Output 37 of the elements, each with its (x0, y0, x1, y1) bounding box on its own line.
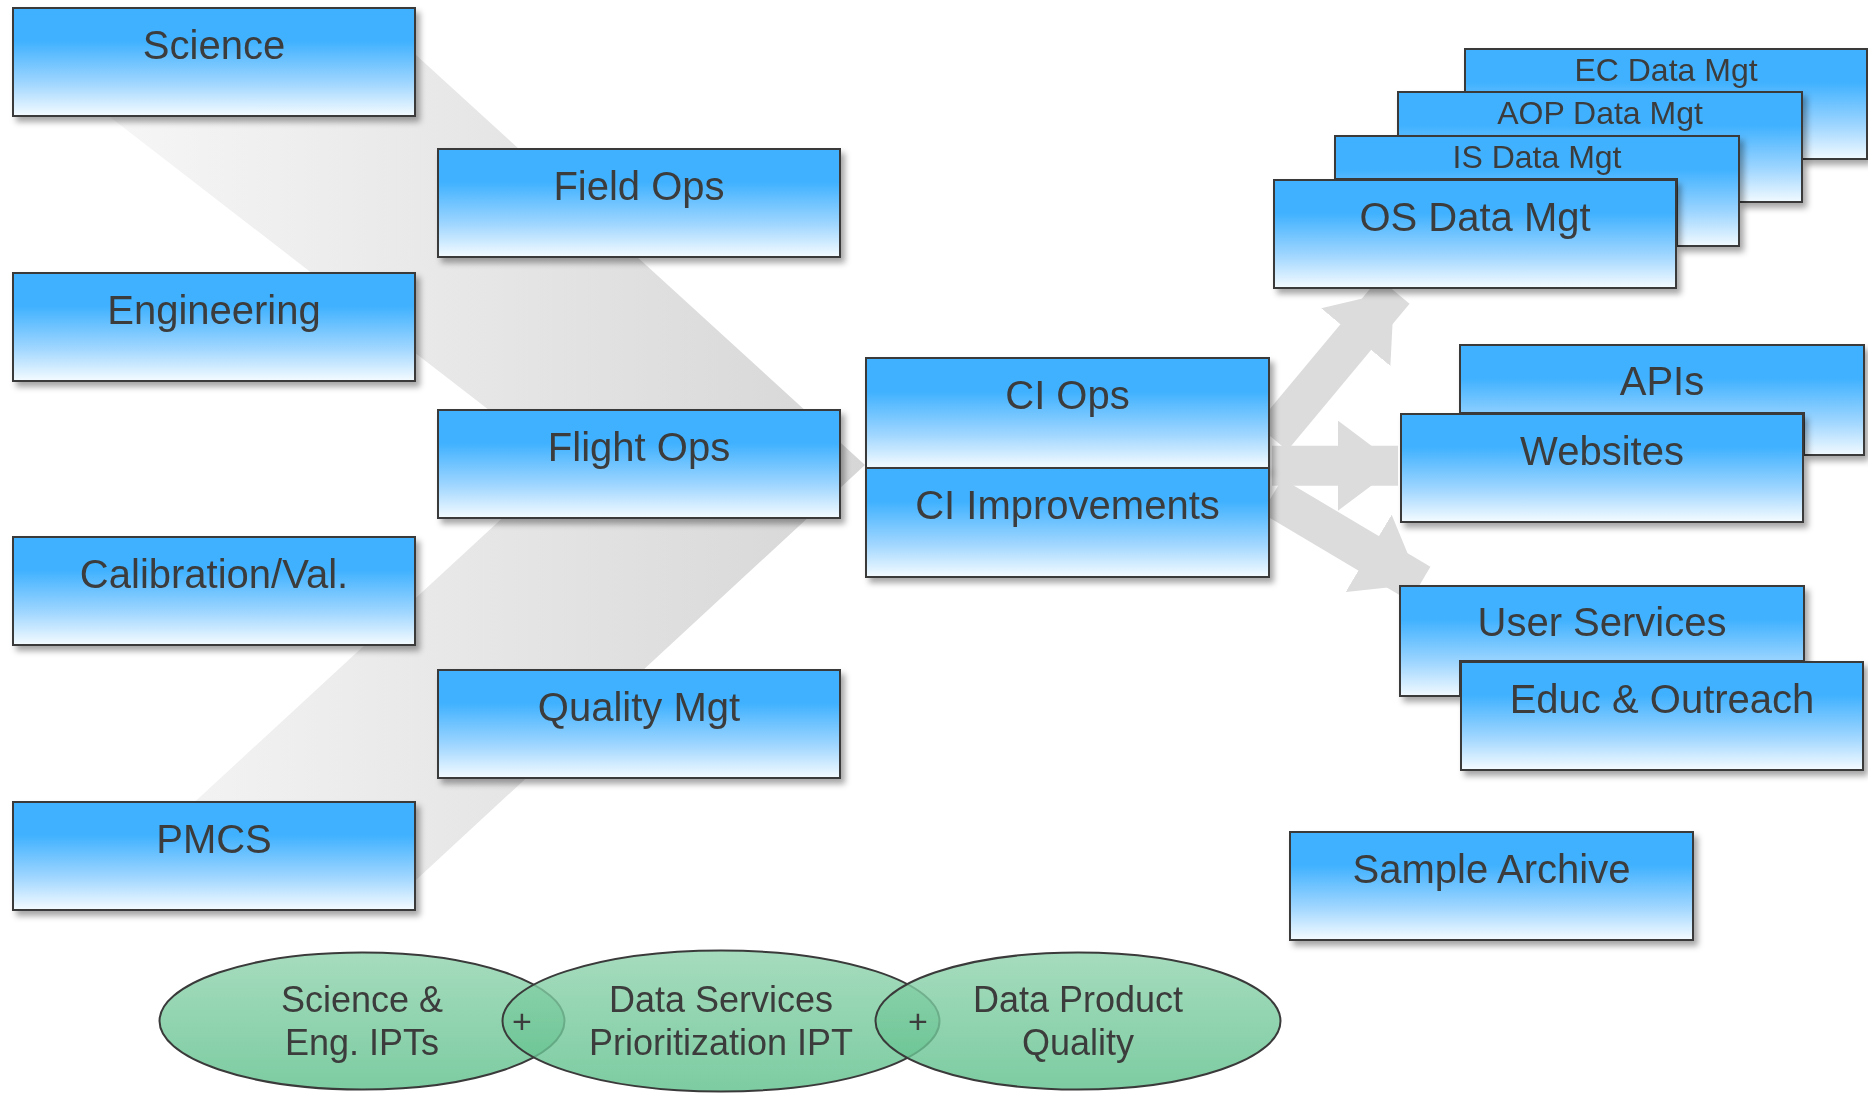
box-label: Field Ops (553, 164, 725, 208)
box-label: Engineering (107, 288, 321, 332)
box-label: PMCS (156, 817, 272, 861)
process-box (1400, 413, 1804, 523)
process-box (12, 536, 416, 646)
process-box (437, 669, 841, 779)
process-box (1273, 179, 1677, 289)
box-label: Calibration/Val. (79, 552, 349, 596)
ellipse-label: Data Services Prioritization IPT (587, 977, 855, 1065)
box-label: CI Improvements (915, 483, 1220, 527)
box-label: Educ & Outreach (1509, 677, 1815, 721)
process-box (12, 272, 416, 382)
ellipse-label: Science & Eng. IPTs (279, 977, 445, 1065)
process-box (437, 409, 841, 519)
box-label: AOP Data Mgt (1497, 96, 1703, 132)
box-label: User Services (1477, 600, 1727, 644)
process-box (865, 357, 1270, 469)
process-box (1289, 831, 1694, 941)
block-arrow (1272, 420, 1398, 511)
box-label: Science (142, 23, 286, 67)
box-label: Quality Mgt (537, 685, 741, 729)
plus-sign: + (512, 1004, 532, 1038)
process-box (1460, 661, 1864, 771)
ellipse-label: Data Product Quality (971, 977, 1185, 1065)
process-box (437, 148, 841, 258)
box-label: Flight Ops (547, 425, 731, 469)
plus-sign: + (908, 1004, 928, 1038)
box-label: IS Data Mgt (1452, 140, 1622, 176)
process-box (865, 467, 1270, 578)
box-label: Sample Archive (1352, 847, 1631, 891)
box-label: EC Data Mgt (1574, 53, 1758, 89)
process-box (12, 801, 416, 911)
box-label: CI Ops (1005, 373, 1130, 417)
box-label: OS Data Mgt (1359, 195, 1591, 239)
box-label: APIs (1619, 359, 1705, 403)
box-label: Websites (1520, 429, 1684, 473)
process-box (12, 7, 416, 117)
